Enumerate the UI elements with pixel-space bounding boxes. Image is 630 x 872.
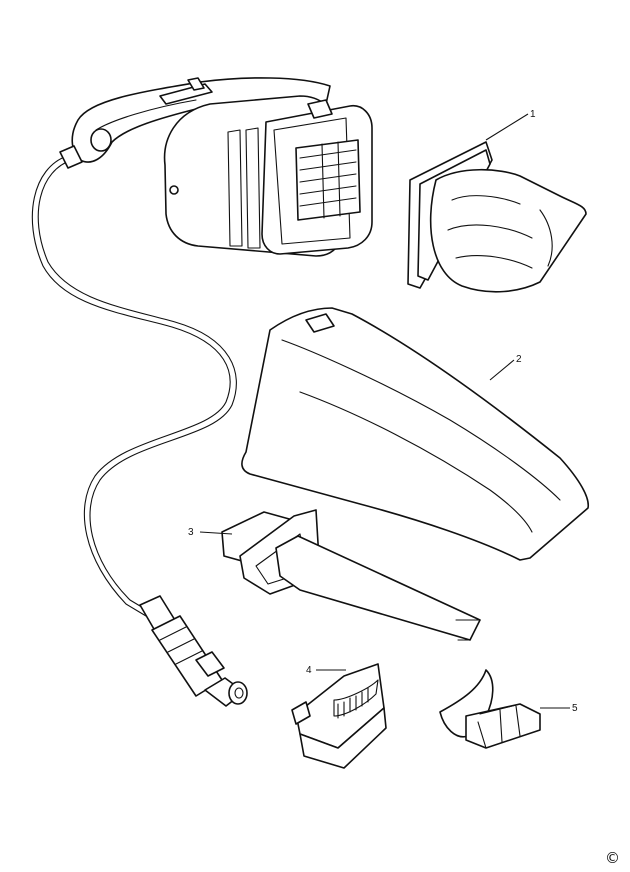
- part-2-container: [241, 307, 589, 561]
- callout-3: 3: [188, 527, 194, 538]
- car-plug: [139, 595, 248, 707]
- leader-2: [489, 359, 515, 381]
- part-4-brush-tool: [291, 663, 387, 769]
- part-3-crevice-tool: [221, 509, 481, 641]
- callout-4: 4: [306, 665, 312, 676]
- leader-1: [485, 113, 529, 141]
- leader-3: [199, 531, 233, 535]
- part-1-filter: [407, 141, 587, 293]
- copyright-mark: ©: [605, 849, 620, 867]
- vacuum-motor-unit: [59, 77, 373, 257]
- power-cord: [31, 155, 237, 617]
- part-5-nozzle: [439, 669, 541, 749]
- callout-5: 5: [572, 703, 578, 714]
- callout-2: 2: [516, 354, 522, 365]
- callout-1: 1: [530, 109, 536, 120]
